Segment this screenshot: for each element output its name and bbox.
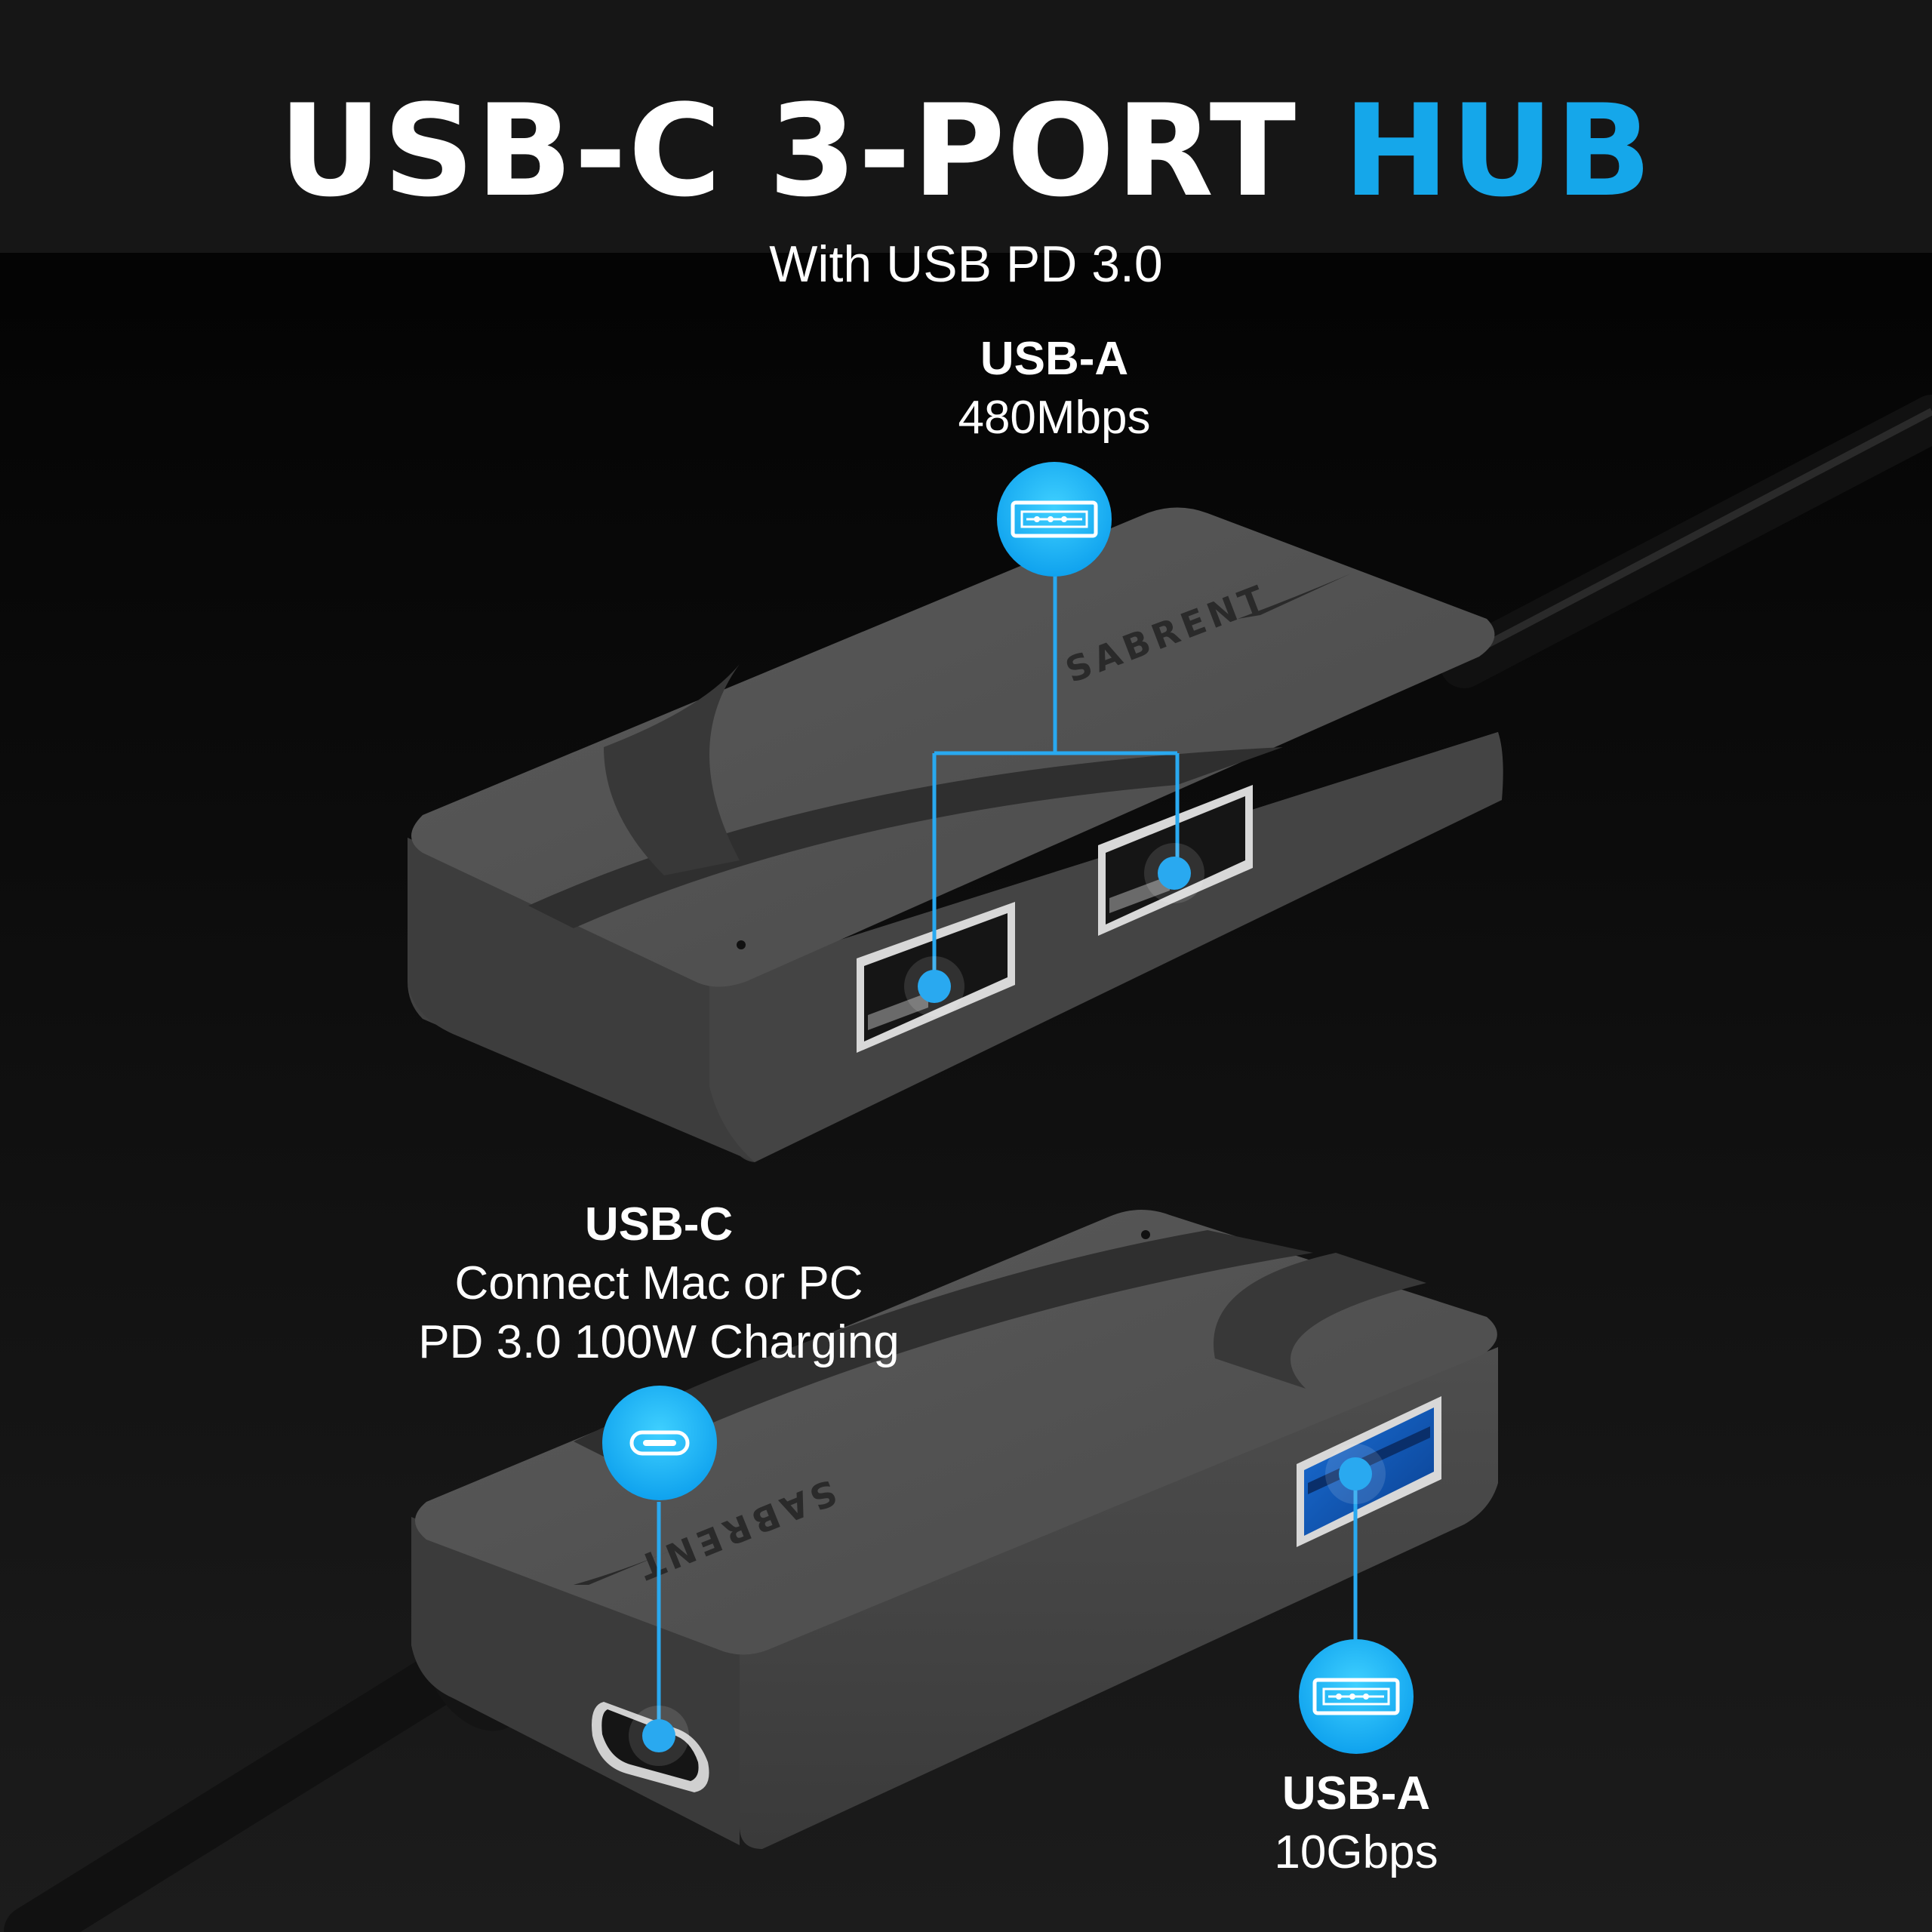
title-highlight: HUB: [1343, 77, 1654, 225]
callout-spec-line1: Connect Mac or PC: [454, 1257, 863, 1309]
callout-usb-c: USB-C Connect Mac or PC PD 3.0 100W Char…: [319, 1195, 998, 1372]
callout-port-label: USB-A: [980, 333, 1129, 385]
top-hub: SABRENT: [408, 507, 1503, 1162]
usb-a-icon: [997, 462, 1112, 577]
callout-spec: 480Mbps: [958, 392, 1151, 444]
title-main: USB-C 3-PORT: [278, 77, 1343, 225]
callout-spec: 10Gbps: [1274, 1826, 1438, 1878]
header-band: [0, 0, 1932, 253]
usb-a-icon: [1299, 1639, 1414, 1754]
callout-top-usb-a: USB-A 480Mbps: [715, 330, 1394, 448]
callout-bottom-usb-a: USB-A 10Gbps: [1017, 1764, 1696, 1882]
usb-c-icon: [602, 1386, 717, 1500]
top-callout-lines: [932, 566, 1180, 985]
port-marker: [629, 1706, 689, 1766]
page-title: USB-C 3-PORT HUB: [0, 75, 1932, 226]
port-marker: [904, 956, 964, 1017]
callout-spec-line2: PD 3.0 100W Charging: [418, 1316, 900, 1368]
page-subtitle: With USB PD 3.0: [769, 235, 1163, 293]
callout-port-label: USB-C: [584, 1198, 734, 1251]
bottom-callout-lines: [657, 1475, 1358, 1736]
port-marker: [1325, 1444, 1386, 1504]
port-marker: [1144, 843, 1204, 903]
top-hub-cable: [1440, 395, 1932, 688]
callout-port-label: USB-A: [1281, 1767, 1431, 1820]
